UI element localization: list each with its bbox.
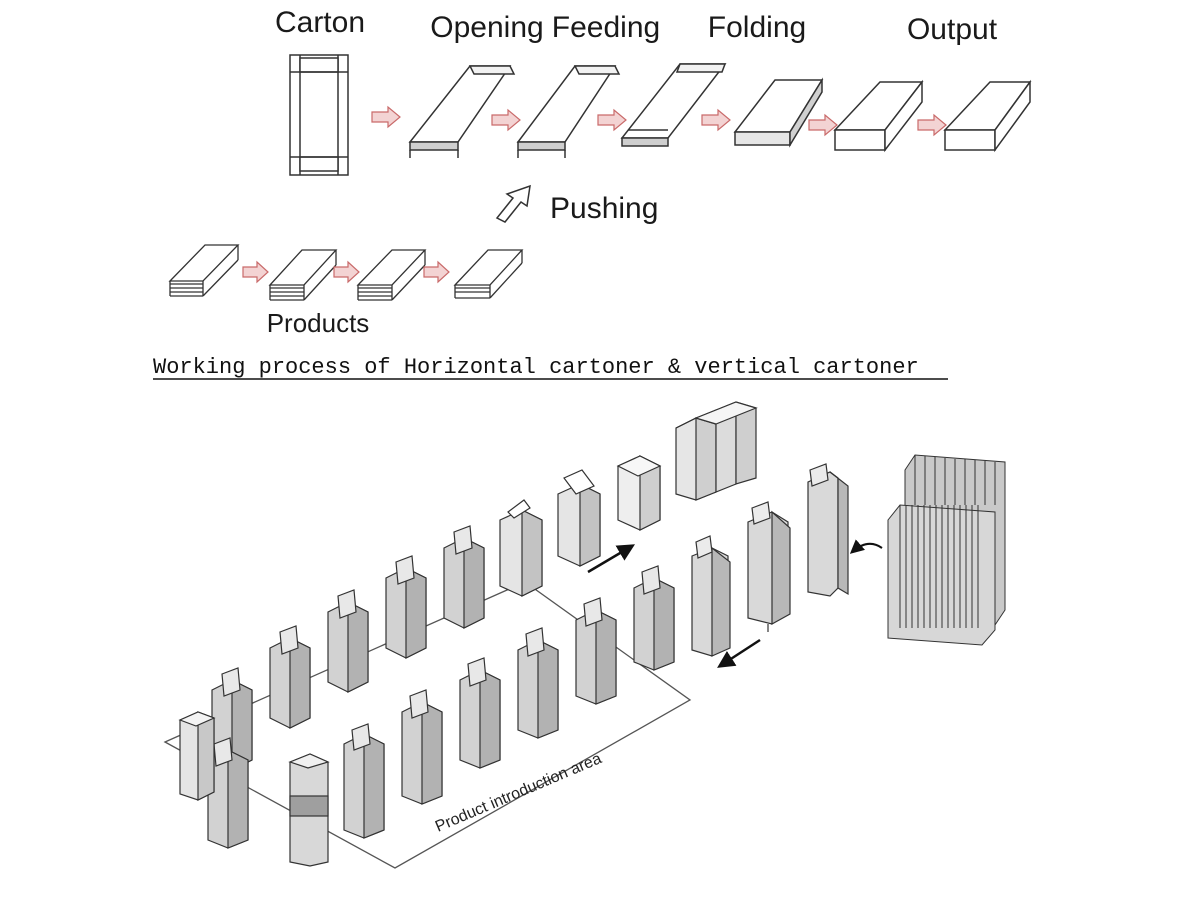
- carton-front-3: [343, 723, 385, 839]
- process-arrow-icon: [808, 113, 838, 137]
- carton-back-5: [443, 525, 485, 629]
- process-arrows-products: [242, 260, 450, 284]
- carton-front-5: [459, 657, 501, 769]
- carton-front-2: [288, 753, 330, 867]
- carton-back-7: [557, 469, 601, 567]
- carton-front-4: [401, 689, 443, 805]
- folding-carton-1: [620, 63, 727, 147]
- diagram-title: Working process of Horizontal cartoner &…: [153, 355, 919, 380]
- carton-back-2: [269, 625, 311, 729]
- product-stack-2: [268, 249, 338, 301]
- carton-back-3: [327, 589, 369, 693]
- step-label-carton: Carton: [275, 6, 365, 39]
- output-box-2: [943, 79, 1032, 153]
- flat-carton-blank: [289, 54, 349, 176]
- horizontal-cartoner-section: Carton Opening Feeding Folding Output: [168, 6, 1032, 338]
- process-arrow-icon: [242, 260, 269, 284]
- process-arrow-icon: [701, 108, 731, 132]
- finished-box-left: [178, 711, 216, 801]
- vertical-cartoner-section: Product introduction area: [163, 401, 1006, 869]
- process-arrow-icon: [597, 108, 627, 132]
- process-arrow-icon: [333, 260, 360, 284]
- product-introduction-area-label: Product introduction area: [433, 750, 604, 836]
- feed-arrow-icon: [849, 539, 883, 554]
- product-stack-1: [168, 244, 240, 297]
- output-box-1: [833, 79, 924, 153]
- erecting-carton-3: [691, 535, 731, 657]
- step-label-folding: Folding: [708, 11, 806, 44]
- product-stack-4: [453, 249, 524, 299]
- process-arrow-icon: [423, 260, 450, 284]
- erecting-carton-2: [747, 501, 791, 632]
- folding-carton-2: [733, 77, 824, 148]
- carton-magazine: [887, 454, 1006, 646]
- erecting-carton-1: [807, 463, 849, 597]
- carton-front-1: [207, 737, 249, 849]
- process-arrows-top: [371, 105, 947, 137]
- pushing-arrow-icon: [495, 184, 531, 223]
- front-row-cartons: [207, 565, 675, 867]
- process-arrow-icon: [917, 113, 947, 137]
- feeding-carton: [516, 65, 621, 158]
- back-row-cartons: [211, 455, 662, 771]
- product-stack-3: [356, 249, 427, 301]
- carton-front-8: [633, 565, 675, 671]
- pushing-indicator: Pushing: [495, 184, 658, 225]
- carton-front-7: [575, 597, 617, 705]
- opening-carton: [408, 65, 516, 158]
- step-label-output: Output: [907, 13, 998, 46]
- carton-back-4: [385, 555, 427, 659]
- process-arrow-icon: [371, 105, 401, 129]
- carton-back-6: [499, 499, 543, 597]
- products-label: Products: [267, 308, 370, 338]
- carton-front-6: [517, 627, 559, 739]
- forward-arrow-icon: [587, 544, 636, 574]
- finished-box-group: [675, 401, 758, 501]
- carton-back-8: [616, 455, 662, 531]
- step-label-opening: Opening: [430, 11, 543, 44]
- step-label-feeding: Feeding: [552, 11, 660, 44]
- process-arrow-icon: [491, 108, 521, 132]
- pushing-label: Pushing: [550, 192, 658, 225]
- return-arrow-icon: [717, 638, 761, 668]
